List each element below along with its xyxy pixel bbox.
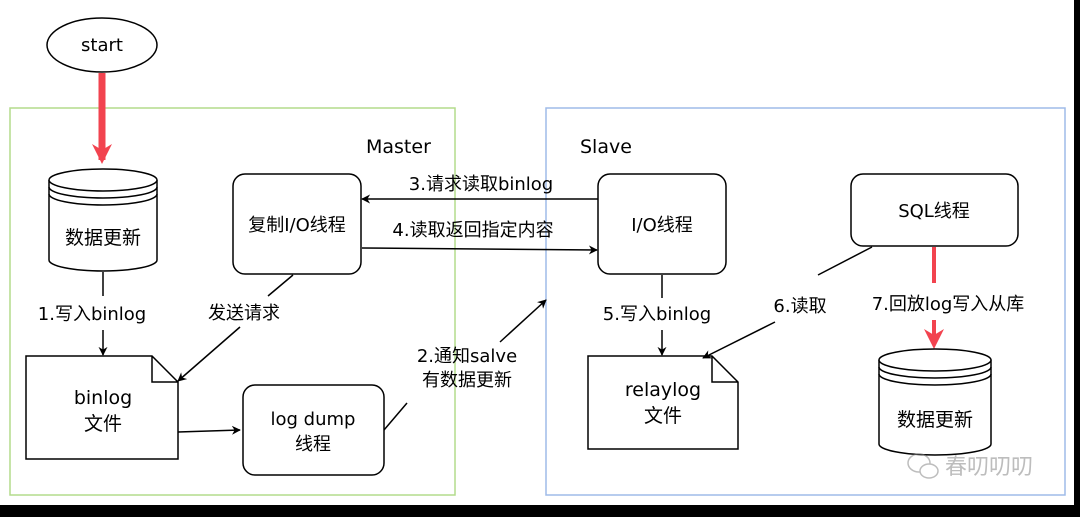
binlog-file-label-line1: binlog (74, 387, 132, 409)
write-relay-label: 5.写入binlog (603, 304, 711, 325)
return-content-arrow (361, 245, 598, 255)
slave-group-label: Slave (580, 136, 632, 158)
log-dump-label-line2: 线程 (295, 434, 331, 455)
relaylog-label-line2: 文件 (644, 405, 682, 427)
read-line-top (817, 246, 873, 276)
wechat-icon (907, 453, 939, 479)
notify-line-bottom (383, 402, 408, 431)
binlog-file-label-line2: 文件 (84, 413, 122, 435)
relaylog-label-line1: relaylog (625, 379, 701, 401)
send-request-arrow (177, 326, 241, 382)
relaylog-file-shape (587, 355, 739, 450)
watermark-text: 春叨叨叨 (945, 455, 1033, 480)
replay-label: 7.回放log写入从库 (872, 294, 1025, 315)
copy-io-thread-node (232, 173, 362, 275)
sql-thread-node (850, 173, 1019, 247)
start-label: start (81, 35, 123, 56)
request-binlog-label: 3.请求读取binlog (409, 174, 553, 195)
master-database-icon (48, 168, 158, 272)
slave-db-label: 数据更新 (897, 409, 973, 431)
copy-io-thread-label: 复制I/O线程 (248, 215, 346, 236)
notify-label-line2: 有数据更新 (422, 370, 512, 391)
log-dump-thread-node (242, 384, 385, 476)
log-dump-label-line1: log dump (271, 409, 356, 430)
slave-io-thread-label: I/O线程 (631, 215, 693, 236)
master-group-box (9, 107, 456, 496)
notify-arrow (499, 299, 547, 343)
send-request-label: 发送请求 (208, 303, 280, 324)
watermark: 春叨叨叨 (907, 453, 1033, 480)
slave-database-icon (878, 348, 992, 456)
send-request-line-top (267, 274, 294, 297)
write-binlog-label: 1.写入binlog (38, 304, 146, 325)
slave-io-thread-node (597, 173, 727, 275)
master-db-label: 数据更新 (65, 227, 141, 249)
read-arrow (702, 321, 776, 359)
read-label: 6.读取 (773, 296, 826, 317)
sql-thread-label: SQL线程 (898, 201, 970, 222)
master-group-label: Master (366, 136, 431, 158)
binlog-to-logdump-arrow (177, 425, 241, 435)
return-content-label: 4.读取返回指定内容 (392, 220, 553, 241)
start-node (46, 17, 158, 73)
binlog-file-shape (25, 355, 179, 460)
notify-label-line1: 2.通知salve (417, 346, 517, 367)
